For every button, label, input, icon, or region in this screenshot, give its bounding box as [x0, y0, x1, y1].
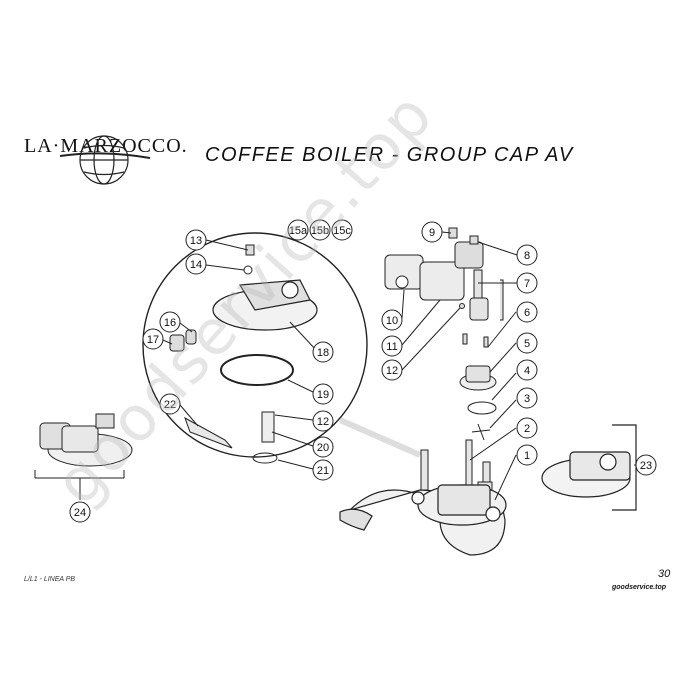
callout-11: 11 — [386, 341, 397, 353]
group-cap-23 — [541, 424, 637, 511]
callout-24: 24 — [74, 507, 86, 519]
site-label: goodservice.top — [612, 584, 667, 591]
callout-12a: 12 — [317, 416, 329, 428]
callout-2: 2 — [524, 423, 530, 435]
callout-12b: 12 — [386, 365, 398, 377]
group-cap-plate — [212, 279, 318, 331]
small-screws-right — [448, 227, 489, 348]
callout-21: 21 — [317, 465, 329, 477]
gauge-base-5 — [459, 365, 497, 441]
boiler-group-body — [339, 484, 507, 556]
callout-7: 7 — [524, 278, 530, 290]
callout-4: 4 — [524, 365, 530, 377]
solenoid-group-left — [34, 413, 133, 500]
callout-15a: 15a — [289, 225, 308, 237]
callout-15c: 15c — [333, 225, 351, 237]
solenoid-pair — [384, 241, 484, 301]
fitting-7 — [469, 269, 504, 321]
callouts — [69, 219, 657, 523]
callout-10: 10 — [386, 315, 398, 327]
callout-13: 13 — [190, 235, 202, 247]
callout-8: 8 — [524, 250, 530, 262]
callout-14: 14 — [190, 259, 202, 271]
page-title: COFFEE BOILER - GROUP CAP AV — [205, 144, 574, 166]
solenoid-small-parts — [169, 244, 278, 464]
callout-1: 1 — [524, 450, 530, 462]
callout-16: 16 — [164, 317, 176, 329]
detail-circle — [142, 232, 422, 458]
callout-5: 5 — [524, 338, 530, 350]
callout-23: 23 — [640, 460, 652, 472]
callout-20: 20 — [317, 442, 329, 454]
callout-19: 19 — [317, 389, 329, 401]
callout-labels: 13 14 15a 15b 15c 16 17 18 19 12 20 21 2… — [74, 225, 652, 519]
logo-globe-icon — [59, 135, 151, 185]
callout-17: 17 — [147, 334, 159, 346]
footer-model: L/L1 - LINEA PB — [24, 576, 76, 583]
callout-18: 18 — [317, 347, 329, 359]
callout-22: 22 — [164, 399, 176, 411]
gasket-ring — [220, 354, 294, 386]
page-number: 30 — [658, 568, 671, 580]
callout-6: 6 — [524, 307, 530, 319]
callout-3: 3 — [524, 393, 530, 405]
callout-15b: 15b — [311, 225, 329, 237]
callout-9: 9 — [429, 227, 435, 239]
